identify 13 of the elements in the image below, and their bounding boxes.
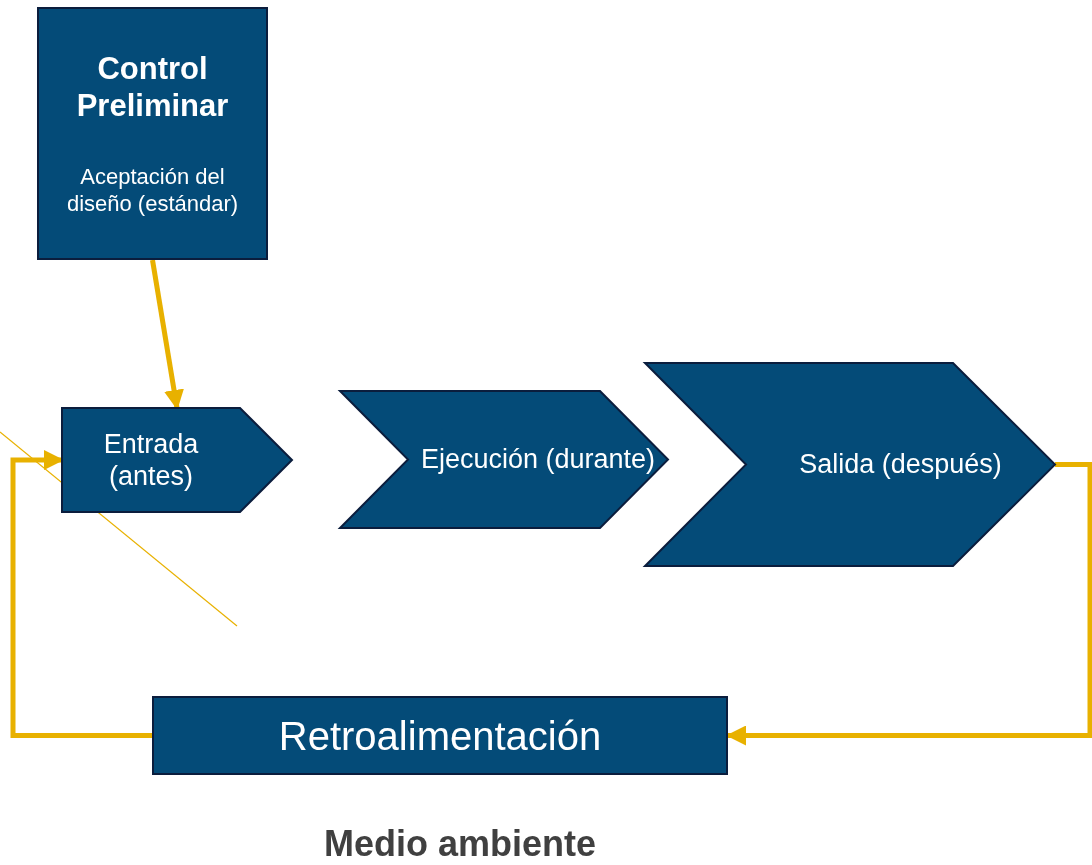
control-box: [37, 7, 268, 260]
pentagon-shape: [62, 408, 292, 512]
node-label: Retroalimentación: [277, 712, 603, 760]
chevron-shape: [340, 391, 668, 528]
node-label: Entrada (antes): [102, 427, 200, 493]
arrow: [10, 450, 152, 738]
node-label: Aceptación del diseño (estándar): [65, 164, 240, 218]
node-label: Ejecución (durante): [419, 443, 657, 476]
node-heading: Control Preliminar: [75, 49, 230, 125]
node-label: Salida (después): [798, 448, 1003, 481]
footer-label: Medio ambiente: [322, 822, 597, 865]
process-box: [152, 696, 728, 775]
arrow: [150, 259, 184, 410]
